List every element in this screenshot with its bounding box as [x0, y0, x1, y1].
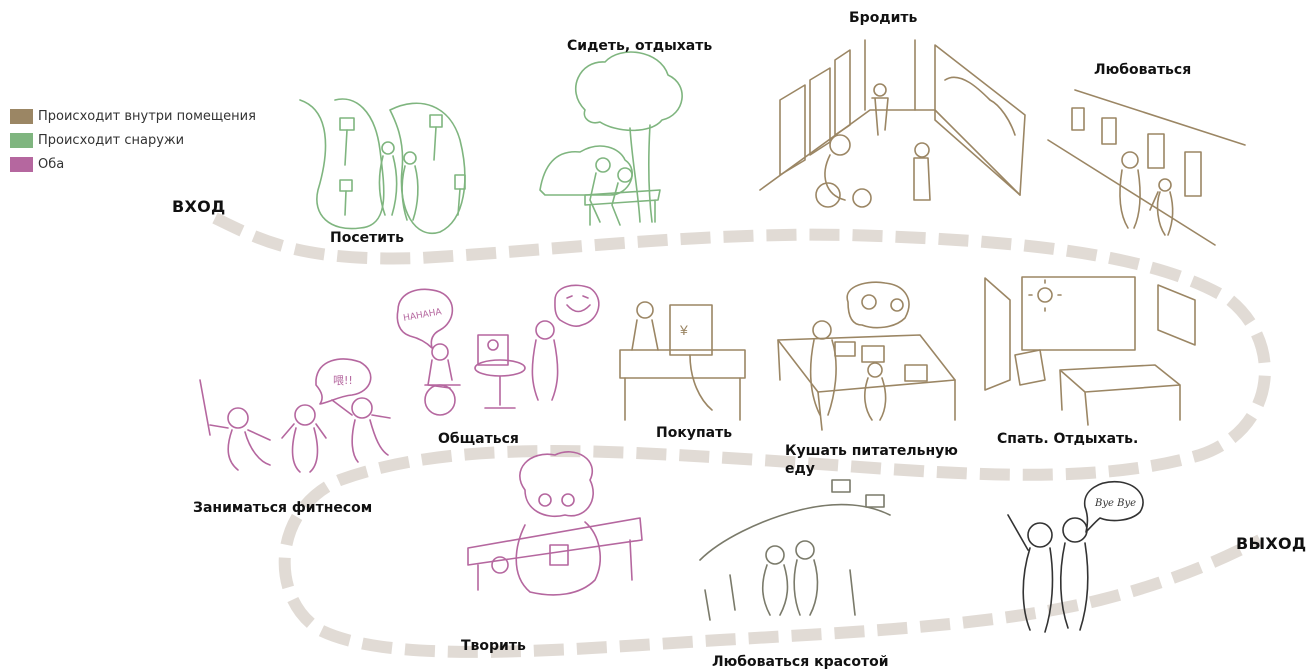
legend-item-outdoor: Происходит снаружи	[10, 128, 256, 152]
legend: Происходит внутри помещения Происходит с…	[10, 104, 256, 176]
entry-label: ВХОД	[172, 197, 226, 216]
activity-label-visit: Посетить	[330, 230, 405, 246]
exit-label: ВЫХОД	[1236, 534, 1307, 553]
activity-label-sit: Сидеть, отдыхать	[567, 38, 713, 54]
legend-swatch-outdoor	[10, 132, 33, 148]
beauty-sketch	[699, 479, 891, 621]
svg-text:¥: ¥	[679, 322, 688, 338]
activity-label-sleep: Спать. Отдыхать.	[997, 431, 1139, 447]
exit-sketch	[1007, 481, 1144, 633]
activity-label-create: Творить	[461, 638, 526, 654]
sleep-sketch	[984, 276, 1196, 426]
shout-bubble-text: 喂!!	[333, 374, 353, 387]
activity-label-socialize: Общаться	[438, 431, 519, 447]
legend-item-both: Оба	[10, 152, 256, 176]
create-sketch	[467, 451, 643, 596]
legend-label-outdoor: Происходит снаружи	[38, 132, 185, 148]
shop-sketch: ¥	[619, 301, 746, 421]
laugh-bubble-text: HAHAHA	[403, 307, 444, 324]
activity-label-eat-line2: еду	[785, 461, 815, 477]
activity-label-fitness: Заниматься фитнесом	[193, 500, 373, 516]
admire-sketch	[1047, 89, 1246, 246]
socialize-sketch	[396, 284, 600, 416]
eat-sketch	[777, 281, 956, 431]
legend-swatch-indoor	[10, 108, 33, 124]
activity-label-admire: Любоваться	[1094, 62, 1192, 78]
legend-swatch-both	[10, 156, 33, 172]
activity-label-wander: Бродить	[849, 10, 918, 26]
bye-bubble-text: Bye Bye	[1094, 498, 1136, 509]
activity-label-beauty: Любоваться красотой	[712, 654, 889, 670]
wander-sketch	[759, 39, 1026, 208]
legend-label-indoor: Происходит внутри помещения	[38, 108, 256, 124]
journey-path	[212, 212, 1271, 658]
sit-sketch	[539, 51, 683, 226]
activity-label-shop: Покупать	[656, 425, 733, 441]
fitness-sketch	[199, 358, 391, 473]
visit-sketch	[299, 98, 466, 235]
legend-item-indoor: Происходит внутри помещения	[10, 104, 256, 128]
legend-label-both: Оба	[38, 156, 65, 172]
activity-label-eat-line1: Кушать питательную	[785, 443, 958, 459]
